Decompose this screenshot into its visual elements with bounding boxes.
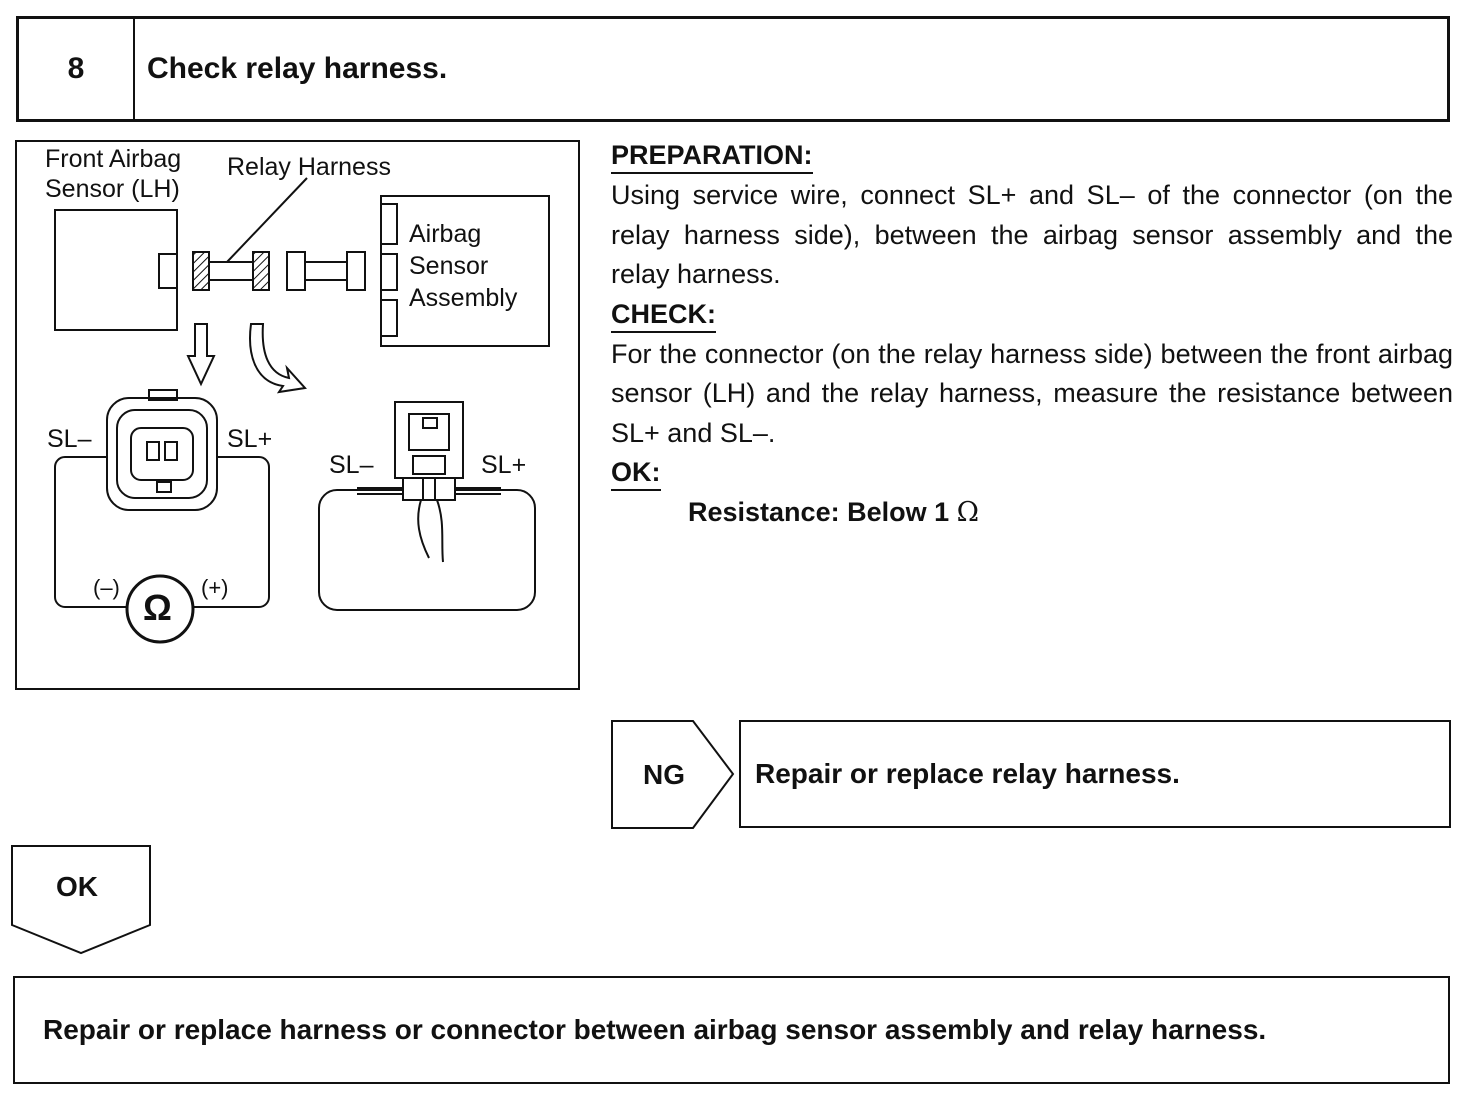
check-heading: CHECK: [611,298,716,333]
left-sl-minus-label: SL– [47,425,92,453]
ohmmeter-icon [125,574,195,644]
relay-harness-connector-left [192,251,210,291]
right-sl-plus-label: SL+ [481,451,527,479]
preparation-text: Using service wire, connect SL+ and SL– … [611,180,1453,289]
ng-tag-label: NG [643,759,685,790]
front-airbag-sensor-label-1: Front Airbag [45,145,182,173]
ok-tag-shape [11,845,151,955]
harness-connector-b [346,251,366,291]
probe-positive-label: (+) [201,575,229,600]
resistance-unit: Ω [956,497,980,528]
ng-result-box: Repair or replace relay harness. [739,720,1451,828]
service-wire-loop [318,489,536,611]
airbag-sensor-assembly-label-1: Airbag [409,220,482,248]
curved-arrow-icon [249,323,307,394]
relay-harness-leader [226,177,308,263]
down-arrow-icon [186,323,216,387]
preparation-heading: PREPARATION: [611,139,813,174]
right-sl-minus-label: SL– [329,451,374,479]
relay-harness-label: Relay Harness [227,153,391,181]
ok-result-box: Repair or replace harness or connector b… [13,976,1450,1084]
left-sl-plus-label: SL+ [227,425,273,453]
harness-connector-a [286,251,306,291]
front-airbag-sensor-label-2: Sensor (LH) [45,175,180,203]
wiring-diagram: Front Airbag Sensor (LH) Relay Harness A… [15,140,580,690]
check-text: For the connector (on the relay harness … [611,338,1453,448]
ohmmeter-symbol: Ω [143,587,172,628]
relay-harness-connector-right [252,251,270,291]
airbag-sensor-assembly-label-2: Sensor [409,252,489,280]
ok-heading: OK: [611,456,661,491]
probe-negative-label: (–) [93,575,120,600]
resistance-spec: Resistance: Below 1 Ω [611,493,1453,533]
step-header: 8 Check relay harness. [16,16,1450,122]
ng-tag-shape [611,720,735,829]
instructions: PREPARATION: Using service wire, connect… [611,136,1453,533]
step-number: 8 [19,19,135,119]
ok-tag-label: OK [56,871,98,902]
front-sensor-connector [158,253,178,289]
resistance-spec-text: Resistance: Below 1 [688,497,950,527]
airbag-sensor-assembly-label-3: Assembly [409,284,518,312]
diagram-drawing [54,177,550,644]
step-title: Check relay harness. [147,52,448,85]
